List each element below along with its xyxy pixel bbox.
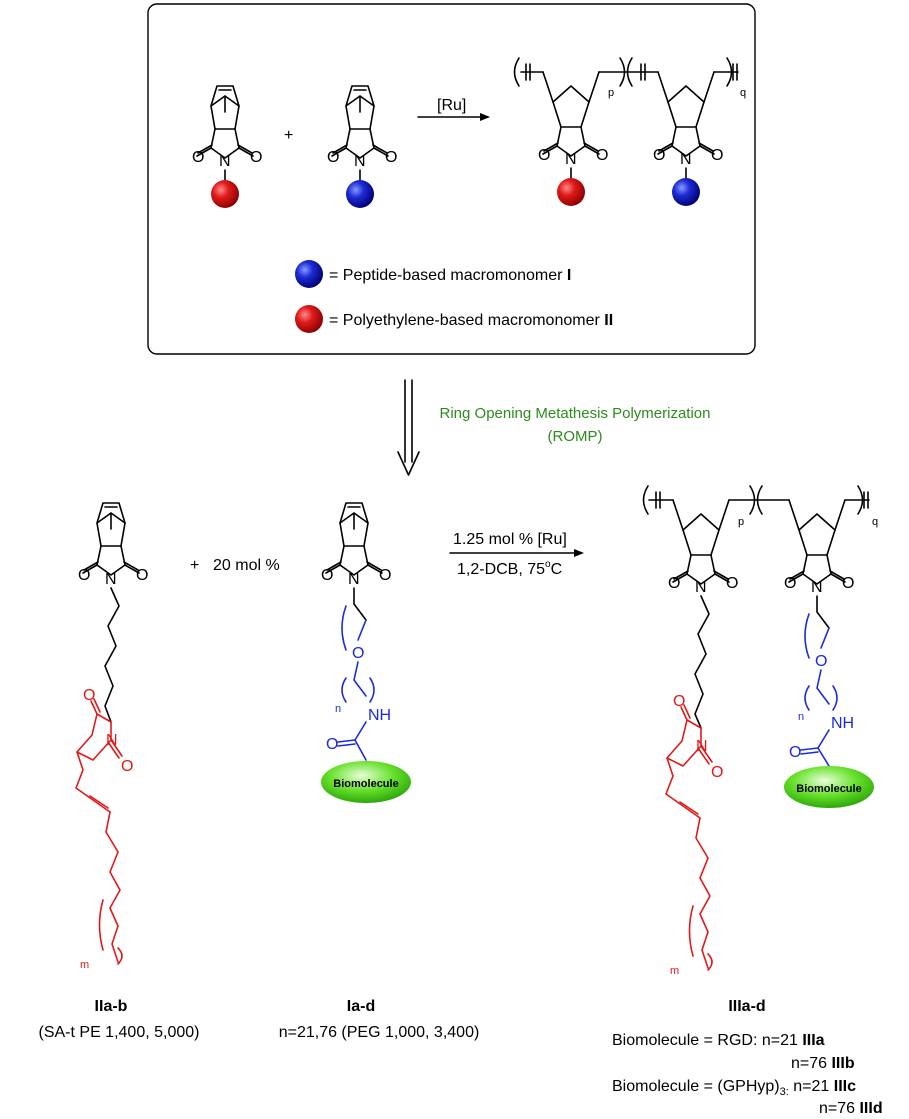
red-sphere-icon	[211, 180, 239, 208]
label-IIab-subtitle: (SA-t PE 1,400, 5,000)	[39, 1024, 200, 1041]
atom-O: O	[78, 567, 90, 584]
biomolecule-ellipse	[784, 766, 874, 808]
atom-N: N	[680, 151, 692, 168]
atom-O: O	[385, 149, 397, 166]
desc-line-3: Biomolecule = (GPHyp)3: n=21 IIIc	[612, 1078, 856, 1098]
copolymer-IIIad: p q O O N O O N O O N m O n NH	[642, 485, 878, 1015]
atom-O: O	[842, 575, 854, 592]
subscript-n: n	[798, 711, 804, 723]
product-description: Biomolecule = RGD: n=21 IIIa n=76 IIIb B…	[612, 1032, 883, 1117]
atom-O: O	[192, 149, 204, 166]
atom-O: O	[784, 575, 796, 592]
monomer-red-top: O O N	[192, 85, 262, 208]
atom-N: N	[354, 153, 366, 170]
copolymer-top: p q O O N O O N	[513, 57, 746, 206]
molecule-Iad: O O N O n NH O Biomolecule Ia-d n=21,76 …	[279, 502, 480, 1041]
atom-N: N	[696, 738, 708, 755]
legend-peptide: = Peptide-based macromonomer I	[329, 267, 571, 284]
label-IIab: IIa-b	[95, 998, 128, 1015]
label-IIIad: IIIa-d	[728, 998, 765, 1015]
atom-O: O	[121, 758, 133, 775]
atom-O: O	[352, 645, 364, 662]
subscript-q: q	[872, 516, 878, 528]
atom-N: N	[105, 571, 117, 588]
atom-N: N	[811, 579, 823, 596]
subscript-n: n	[335, 703, 341, 715]
atom-O: O	[673, 693, 685, 710]
atom-O: O	[326, 736, 338, 753]
subscript-q: q	[740, 87, 746, 99]
mol-percent-label: 20 mol %	[213, 557, 280, 574]
atom-N: N	[565, 151, 577, 168]
atom-NH: NH	[831, 715, 854, 732]
subscript-m: m	[670, 965, 679, 977]
atom-O: O	[250, 149, 262, 166]
monomer-blue-top: O O N	[327, 85, 397, 208]
blue-sphere-icon	[295, 260, 323, 288]
subscript-p: p	[738, 516, 744, 528]
reaction-arrow-top: [Ru]	[417, 97, 490, 121]
atom-O: O	[327, 149, 339, 166]
blue-sphere-icon	[672, 178, 700, 206]
atom-O: O	[136, 567, 148, 584]
reaction-arrow-bottom: 1.25 mol % [Ru] 1,2-DCB, 75oC	[449, 531, 584, 578]
legend-polyethylene: = Polyethylene-based macromonomer II	[329, 312, 613, 329]
red-sphere-icon	[295, 305, 323, 333]
atom-O: O	[711, 764, 723, 781]
atom-O: O	[379, 567, 391, 584]
conditions-solvent: 1,2-DCB, 75oC	[457, 559, 562, 578]
biomolecule-label: Biomolecule	[796, 783, 861, 795]
label-Iad: Ia-d	[347, 998, 375, 1015]
atom-N: N	[219, 153, 231, 170]
atom-O: O	[321, 567, 333, 584]
desc-line-2: n=76 IIIb	[791, 1055, 855, 1072]
plus-sign: +	[190, 557, 199, 574]
biomolecule-label: Biomolecule	[333, 778, 398, 790]
catalyst-label: [Ru]	[437, 97, 466, 114]
legend: = Peptide-based macromonomer I = Polyeth…	[295, 260, 613, 333]
romp-abbrev: (ROMP)	[548, 428, 603, 445]
atom-O: O	[726, 575, 738, 592]
atom-O: O	[596, 147, 608, 164]
atom-O: O	[668, 575, 680, 592]
blue-sphere-icon	[346, 180, 374, 208]
atom-O: O	[711, 147, 723, 164]
atom-N: N	[348, 571, 360, 588]
atom-N: N	[695, 579, 707, 596]
atom-O: O	[815, 653, 827, 670]
label-Iad-subtitle: n=21,76 (PEG 1,000, 3,400)	[279, 1024, 480, 1041]
romp-label: Ring Opening Metathesis Polymerization	[440, 405, 711, 422]
subscript-p: p	[608, 87, 614, 99]
molecule-IIab: O O N O O N m IIa-b (SA-t PE 1,400, 5,00…	[39, 502, 200, 1041]
atom-N: N	[106, 732, 118, 749]
red-sphere-icon	[557, 178, 585, 206]
atom-O: O	[83, 687, 95, 704]
desc-line-4: n=76 IIId	[819, 1100, 883, 1117]
plus-sign: +	[284, 127, 293, 144]
subscript-m: m	[80, 959, 89, 971]
biomolecule-ellipse	[321, 761, 411, 803]
conditions-catalyst: 1.25 mol % [Ru]	[453, 531, 567, 548]
top-panel-frame	[147, 3, 756, 355]
atom-O: O	[653, 147, 665, 164]
desc-line-1: Biomolecule = RGD: n=21 IIIa	[612, 1032, 825, 1049]
atom-O: O	[538, 147, 550, 164]
atom-O: O	[789, 744, 801, 761]
atom-NH: NH	[368, 707, 391, 724]
romp-arrow	[397, 379, 420, 476]
